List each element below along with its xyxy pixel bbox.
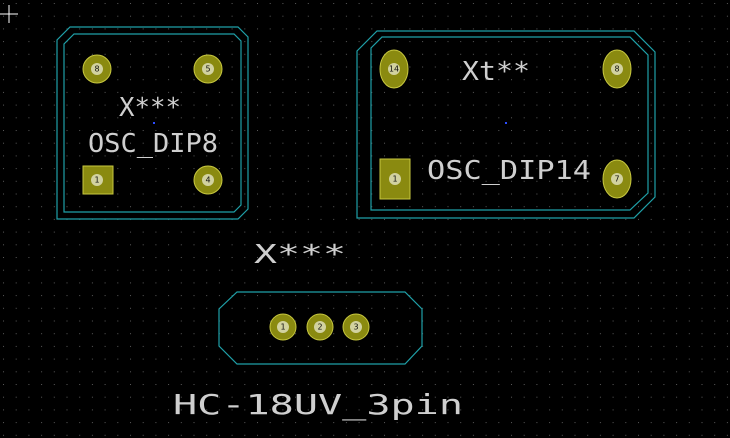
svg-text:1: 1 [94,176,99,185]
svg-text:1: 1 [280,323,285,332]
svg-text:8: 8 [94,65,99,74]
reference-label[interactable]: X*** [119,93,181,123]
svg-text:3: 3 [353,323,358,332]
courtyard-outer [56,26,249,220]
courtyard-outline [218,291,423,365]
svg-text:2: 2 [317,323,322,332]
pad-1[interactable]: 1 [82,165,114,195]
footprint-osc-dip14[interactable]: 14 8 1 7 Xt** OSC_DIP14 [356,30,656,219]
svg-text:4: 4 [205,176,210,185]
pad-7[interactable]: 7 [602,159,632,199]
svg-text:1: 1 [392,175,397,184]
svg-text:7: 7 [614,175,619,184]
pad-1[interactable]: 1 [269,313,297,341]
svg-text:5: 5 [205,65,210,74]
svg-text:14: 14 [389,65,399,74]
anchor-marker [505,122,507,124]
anchor-marker [153,122,155,124]
pad-5[interactable]: 5 [193,54,223,84]
value-label[interactable]: HC-18UV_3pin [173,388,463,422]
pad-4[interactable]: 4 [193,165,223,195]
pad-8[interactable]: 8 [82,54,112,84]
pad-3[interactable]: 3 [342,313,370,341]
footprint-hc18uv-3pin[interactable]: 1 2 3 X*** HC-18UV_3pin [173,240,463,422]
pad-1[interactable]: 1 [379,158,411,200]
footprint-osc-dip8[interactable]: 8 5 1 4 X*** OSC_DIP8 [56,26,249,220]
value-label[interactable]: OSC_DIP8 [88,129,218,159]
courtyard-inner [370,36,649,211]
crosshair-cursor-icon [0,5,18,23]
courtyard-inner [63,33,242,213]
reference-label[interactable]: Xt** [462,57,530,87]
reference-label[interactable]: X*** [254,240,346,270]
courtyard-outer [356,30,656,219]
svg-text:8: 8 [614,65,619,74]
pad-8[interactable]: 8 [602,49,632,89]
pad-2[interactable]: 2 [306,313,334,341]
value-label[interactable]: OSC_DIP14 [427,156,591,186]
pad-14[interactable]: 14 [379,49,409,89]
